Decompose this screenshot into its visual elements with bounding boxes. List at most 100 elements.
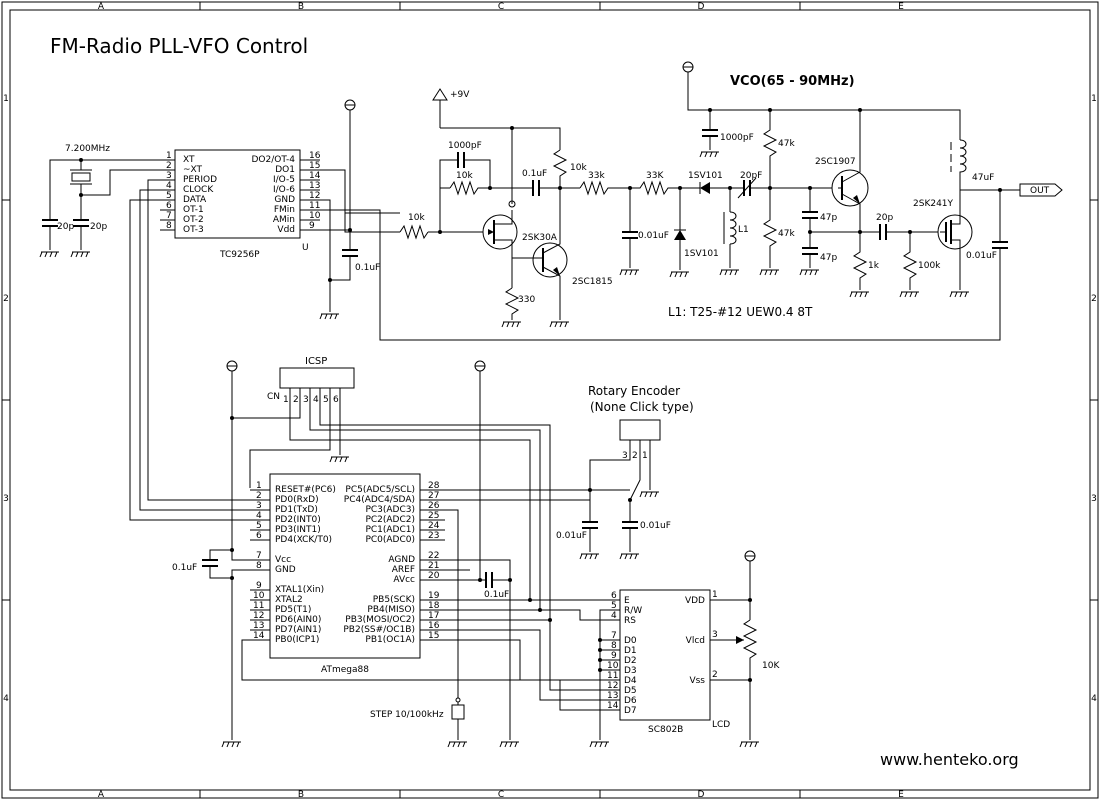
pll-pin-clock: CLOCK <box>183 185 214 195</box>
pll-pin-xt: XT <box>183 155 195 165</box>
mcu-pin-pc0: PC0(ADC0) <box>365 535 415 545</box>
cap-enc-b-label: 0.01uF <box>640 521 671 531</box>
mcu-pin-num-23: 23 <box>428 531 439 541</box>
mcu-pin-pc4: PC4(ADC4/SDA) <box>344 495 415 505</box>
pll-pin-gnd: GND <box>274 195 295 205</box>
icsp-pin-6: 6 <box>333 395 339 405</box>
jfet-2sk30a-label: 2SK30A <box>522 233 558 243</box>
pll-pin-num-11: 11 <box>309 201 320 211</box>
cap-47p-a-label: 47p <box>820 213 837 223</box>
border-row-4-right: 4 <box>1091 694 1097 704</box>
lcd-left-pins: E R/W RS D0 D1 D2 D3 D4 D5 D6 D7 6 5 4 7… <box>607 591 642 716</box>
icsp-pin-1: 1 <box>283 395 289 405</box>
mcu-pin-pd4: PD4(XCK/T0) <box>275 535 332 545</box>
mcu-pin-num-26: 26 <box>428 501 440 511</box>
icsp-pin-3: 3 <box>303 395 309 405</box>
mcu-pin-pb0: PB0(ICP1) <box>275 635 319 645</box>
mcu-pin-pc1: PC1(ADC1) <box>365 525 415 535</box>
pll-pin-data: DATA <box>183 195 207 205</box>
icsp-pin-5: 5 <box>323 395 329 405</box>
lcd-pin-rs: RS <box>624 616 636 626</box>
fet-2sk241y-label: 2SK241Y <box>913 199 954 209</box>
lcd-pin-rw: R/W <box>624 606 642 616</box>
mcu-pin-num-17: 17 <box>428 611 439 621</box>
lcd-pin-num-1: 1 <box>712 590 718 600</box>
encoder-pin-1: 1 <box>642 451 648 461</box>
mcu-pin-num-9: 9 <box>256 581 262 591</box>
lcd-pin-d4: D4 <box>624 676 637 686</box>
lcd-pin-d2: D2 <box>624 656 637 666</box>
mcu-pin-num-24: 24 <box>428 521 440 531</box>
lcd-pin-d7: D7 <box>624 706 637 716</box>
border-row-2-right: 2 <box>1091 294 1097 304</box>
mcu-pin-num-2: 2 <box>256 491 262 501</box>
mcu-pin-pb1: PB1(OC1A) <box>365 635 415 645</box>
cap-47p-b-label: 47p <box>820 253 837 263</box>
mcu-pin-pc2: PC2(ADC2) <box>365 515 415 525</box>
border-col-d-bottom: D <box>698 790 705 800</box>
cap-pll-vdd-label: 0.1uF <box>355 263 380 273</box>
pll-pin-num-16: 16 <box>309 151 321 161</box>
cap-20pf-vco-label: 20pF <box>740 171 762 181</box>
pll-pin-num-8: 8 <box>166 221 172 231</box>
mcu-pin-xtal1: XTAL1(Xin) <box>275 585 324 595</box>
pll-pin-num-3: 3 <box>166 171 172 181</box>
pll-pin-num-1: 1 <box>166 151 172 161</box>
mcu-pin-pb2: PB2(SS#/OC1B) <box>343 625 415 635</box>
mcu-pin-gnd: GND <box>275 565 296 575</box>
border-col-a-bottom: A <box>98 790 105 800</box>
pll-right-pins: DO2/OT-4 DO1 I/O-5 I/O-6 GND FMin AMin V… <box>251 151 320 235</box>
lcd-pin-e: E <box>624 596 630 606</box>
res-33k-a-label: 33k <box>588 171 605 181</box>
cap-20p-b-label: 20p <box>90 222 107 232</box>
border-row-3-left: 3 <box>3 494 9 504</box>
pll-pin-num-6: 6 <box>166 201 172 211</box>
lcd-module: SC802B LCD E R/W RS D0 D1 D2 D3 D4 D5 D6… <box>598 550 780 748</box>
pll-pin-num-14: 14 <box>309 171 321 181</box>
pll-pin-num-9: 9 <box>309 221 315 231</box>
lcd-label: LCD <box>712 720 730 730</box>
mcu-pin-num-21: 21 <box>428 561 439 571</box>
lcd-pin-num-7: 7 <box>611 631 617 641</box>
icsp-pin-2: 2 <box>293 395 299 405</box>
res-100k-label: 100k <box>918 261 941 271</box>
cap-001uf-var-label: 0.01uF <box>638 231 669 241</box>
lcd-name: SC802B <box>648 725 683 735</box>
border-col-d-top: D <box>698 2 705 12</box>
cap-enc-a-label: 0.01uF <box>556 531 587 541</box>
border-col-e-bottom: E <box>898 790 904 800</box>
encoder-subtitle: (None Click type) <box>590 400 694 414</box>
res-10k-lcd-label: 10K <box>762 661 780 671</box>
mcu-pin-num-10: 10 <box>253 591 265 601</box>
mcu-pin-num-19: 19 <box>428 591 440 601</box>
mcu-pin-pc3: PC3(ADC3) <box>365 505 415 515</box>
pll-pin-amin: AMin <box>273 215 295 225</box>
border-row-1-left: 1 <box>3 94 9 104</box>
vco-label: VCO(65 - 90MHz) <box>730 74 855 89</box>
mcu-right-pins: PC5(ADC5/SCL) PC4(ADC4/SDA) PC3(ADC3) PC… <box>343 481 439 645</box>
mcu-pin-num-6: 6 <box>256 531 262 541</box>
border-row-1-right: 1 <box>1091 94 1097 104</box>
pll-pin-io6: I/O-6 <box>273 185 295 195</box>
lcd-pin-d5: D5 <box>624 686 637 696</box>
pll-pin-io5: I/O-5 <box>273 175 295 185</box>
varactor-bot-label: 1SV101 <box>684 249 719 259</box>
mcu-pin-num-20: 20 <box>428 571 440 581</box>
lcd-pin-num-14: 14 <box>607 701 619 711</box>
pll-ic: TC9256P U XT ~XT PERIOD CLOCK DATA OT-1 … <box>160 149 321 260</box>
mcu-pin-num-13: 13 <box>253 621 264 631</box>
mcu-pin-pd0: PD0(RxD) <box>275 495 319 505</box>
res-10k-load-label: 10k <box>570 163 587 173</box>
icsp-label: ICSP <box>305 356 327 367</box>
pll-pin-do2: DO2/OT-4 <box>251 155 295 165</box>
npn-2sc1907-label: 2SC1907 <box>815 157 856 167</box>
lcd-pin-d6: D6 <box>624 696 637 706</box>
lcd-pin-num-10: 10 <box>607 661 619 671</box>
pll-pin-ot2: OT-2 <box>183 215 204 225</box>
mcu-pin-pd2: PD2(INT0) <box>275 515 321 525</box>
mcu-pin-num-18: 18 <box>428 601 440 611</box>
lcd-pin-num-6: 6 <box>611 591 617 601</box>
res-10k-fb-label: 10k <box>456 171 473 181</box>
varactor-top-label: 1SV101 <box>688 171 723 181</box>
